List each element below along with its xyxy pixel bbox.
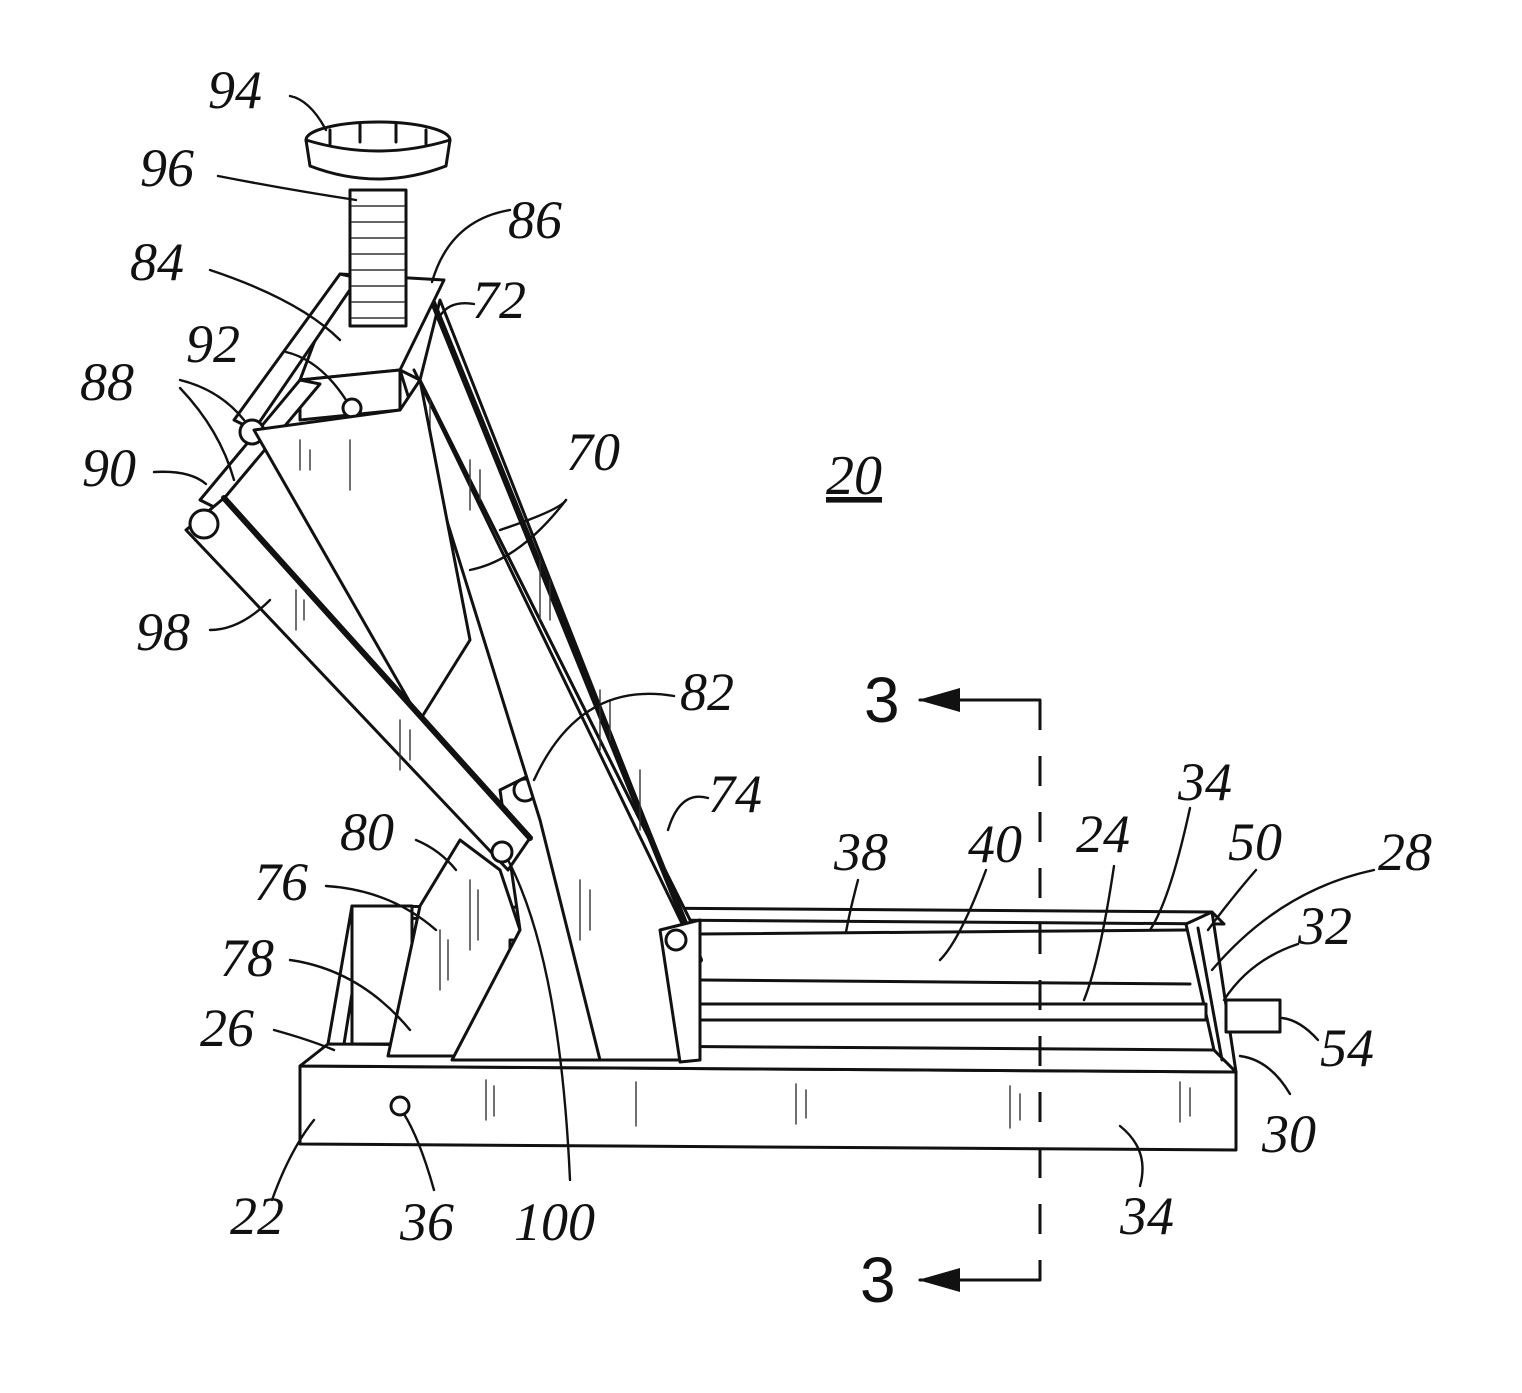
section-label-bottom: 3	[860, 1244, 896, 1316]
ref-40: 40	[968, 814, 1022, 874]
ref-24: 24	[1076, 804, 1130, 864]
ref-92: 92	[186, 314, 240, 374]
leader-32	[1224, 944, 1298, 1000]
ref-72: 72	[472, 270, 526, 330]
ref-96: 96	[140, 138, 194, 198]
leader-90	[154, 472, 206, 484]
ref-22: 22	[230, 1186, 284, 1246]
ref-86: 86	[508, 190, 562, 250]
leader-50	[1208, 870, 1256, 930]
ref-36: 36	[399, 1192, 454, 1252]
base-hole	[391, 1097, 409, 1115]
figure-main-label: 20	[826, 445, 882, 507]
ref-70: 70	[566, 422, 620, 482]
ref-38: 38	[833, 822, 888, 882]
front-rail	[300, 1066, 1236, 1150]
ref-80: 80	[340, 802, 394, 862]
ref-94: 94	[208, 60, 262, 120]
section-top-arrow	[918, 688, 960, 712]
section-lines	[918, 688, 1040, 1292]
ref-84: 84	[130, 232, 184, 292]
link-arm-hole-100	[492, 842, 512, 862]
threaded-rod	[690, 1004, 1206, 1020]
leader-24	[1084, 866, 1114, 1000]
ref-78: 78	[220, 928, 274, 988]
section-bottom-arrow	[918, 1268, 960, 1292]
inner-rail-38	[700, 930, 1186, 934]
ref-90: 90	[82, 438, 136, 498]
ref-98: 98	[136, 602, 190, 662]
screw-shaft	[350, 190, 406, 326]
ref-50: 50	[1228, 812, 1282, 872]
column-foot-hole	[666, 930, 686, 950]
ref-76: 76	[254, 852, 308, 912]
ref-34-bottom: 34	[1119, 1186, 1174, 1246]
link-arm-end-hole	[190, 510, 218, 538]
leader-38	[846, 880, 858, 932]
ref-74: 74	[708, 764, 762, 824]
leader-94	[290, 96, 326, 130]
ref-82: 82	[680, 662, 734, 722]
leader-30	[1240, 1056, 1290, 1094]
ref-54: 54	[1320, 1018, 1374, 1078]
ref-26: 26	[200, 998, 254, 1058]
ref-32: 32	[1297, 896, 1352, 956]
ref-28: 28	[1378, 822, 1432, 882]
leader-96	[218, 176, 356, 200]
leader-26	[274, 1030, 334, 1050]
leader-74	[668, 797, 708, 830]
ref-88: 88	[80, 352, 134, 412]
leader-54	[1282, 1018, 1318, 1040]
inner-rail-40	[702, 980, 1190, 984]
ref-100: 100	[514, 1192, 595, 1252]
ref-34-top: 34	[1177, 752, 1232, 812]
ref-30: 30	[1261, 1104, 1316, 1164]
rod-extension-54	[1226, 1000, 1280, 1032]
section-label-top: 3	[864, 664, 900, 736]
